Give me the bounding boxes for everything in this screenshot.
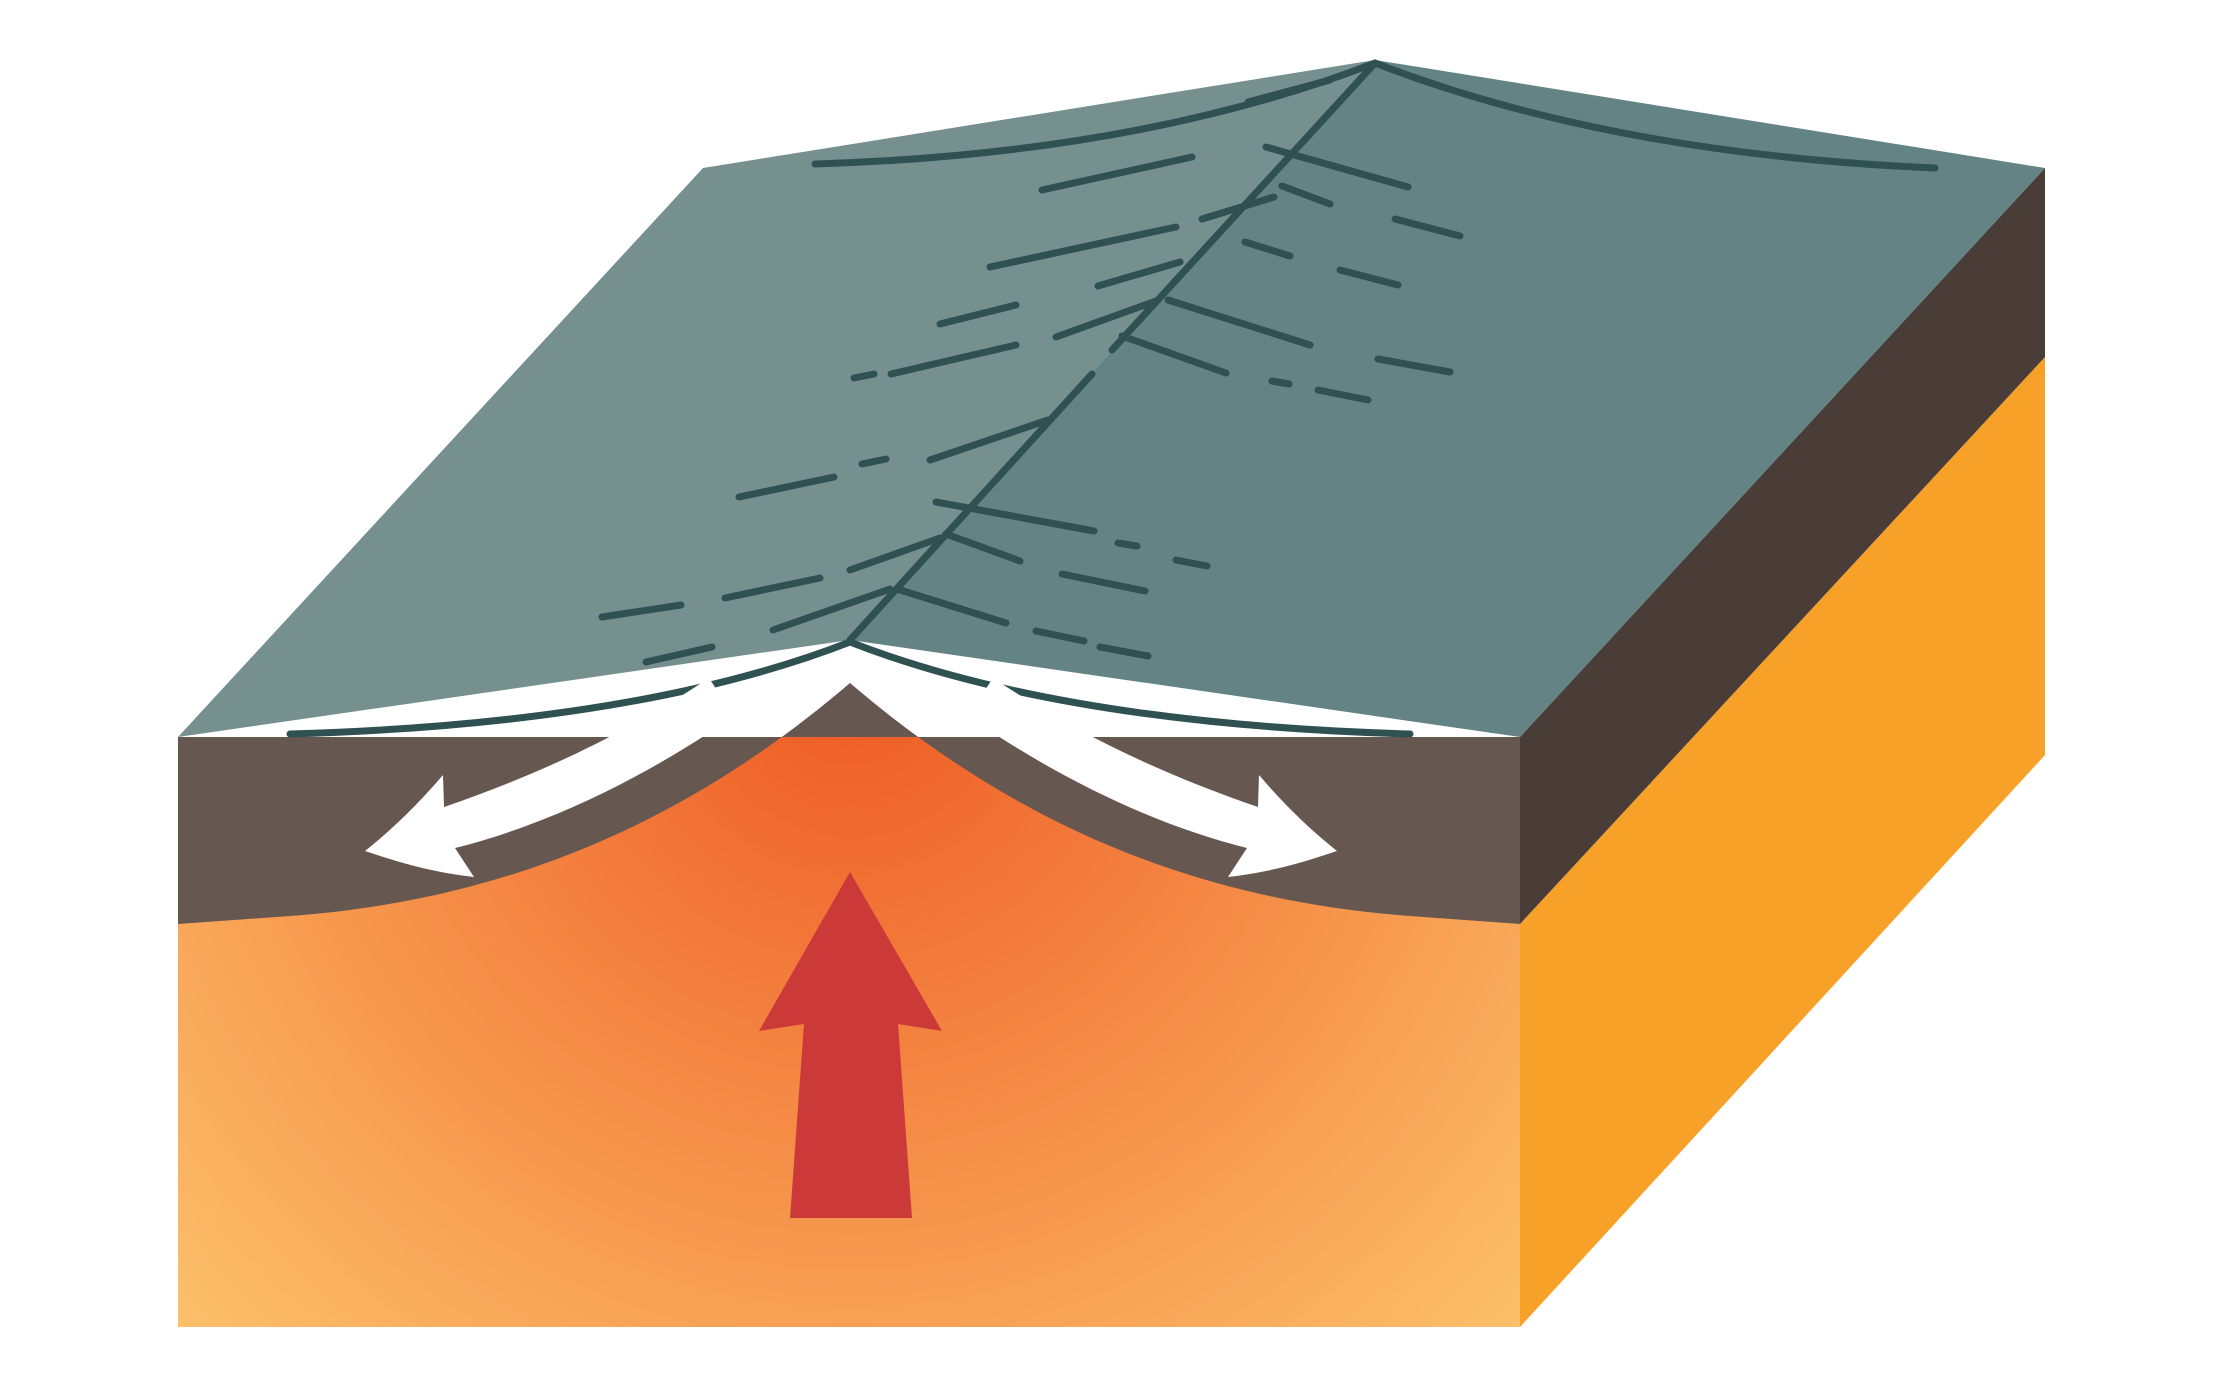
transform-segment-16 bbox=[1118, 332, 1230, 377]
top-surface-left bbox=[178, 60, 1375, 737]
transform-segment-29 bbox=[942, 530, 1024, 565]
transform-segment-2 bbox=[1262, 143, 1412, 191]
transform-segment-15 bbox=[887, 341, 1020, 378]
transform-segment-10 bbox=[1336, 266, 1402, 289]
transform-segment-26 bbox=[598, 601, 685, 621]
transform-segment-3 bbox=[1038, 153, 1196, 194]
transform-segment-5 bbox=[1278, 182, 1334, 208]
transform-segment-35 bbox=[1096, 643, 1152, 660]
transform-segment-22 bbox=[926, 416, 1052, 464]
transform-segment-12 bbox=[1052, 297, 1160, 341]
transform-segment-23 bbox=[932, 498, 1098, 535]
transform-segment-6 bbox=[1391, 215, 1464, 240]
transform-segment-20 bbox=[735, 473, 838, 501]
transform-segment-30 bbox=[1058, 570, 1149, 595]
top-surface-right bbox=[850, 60, 2045, 737]
transform-segment-19 bbox=[850, 370, 878, 382]
arrow-left-curved-icon bbox=[365, 678, 734, 877]
transform-segment-17 bbox=[1268, 377, 1293, 388]
transform-segment-1 bbox=[1244, 76, 1334, 106]
crust-front-layer bbox=[178, 683, 1520, 924]
transform-segment-18 bbox=[1314, 386, 1372, 404]
arrow-right-curved-icon bbox=[968, 678, 1337, 877]
crust-side-face bbox=[1520, 168, 2045, 924]
transform-segment-4 bbox=[1198, 193, 1278, 223]
mantle-side-face bbox=[1520, 357, 2045, 1327]
transform-segment-31 bbox=[642, 643, 716, 666]
transform-segment-24 bbox=[1114, 539, 1141, 550]
transform-segment-11 bbox=[936, 301, 1020, 328]
transform-segment-13 bbox=[1164, 296, 1314, 349]
transform-segment-25 bbox=[1172, 556, 1211, 570]
transform-segment-33 bbox=[893, 585, 1010, 627]
transform-segment-28 bbox=[846, 534, 944, 574]
transform-segment-14 bbox=[1374, 355, 1454, 376]
transform-segment-8 bbox=[1094, 258, 1184, 290]
transform-segment-9 bbox=[1241, 238, 1294, 260]
transform-segment-32 bbox=[769, 585, 894, 634]
fault-lines bbox=[286, 59, 1939, 738]
transform-segment-21 bbox=[858, 455, 890, 468]
arrow-up-icon bbox=[759, 872, 942, 1218]
transform-segment-34 bbox=[1032, 627, 1088, 645]
transform-segment-7 bbox=[986, 223, 1180, 271]
transform-segment-27 bbox=[721, 574, 824, 602]
